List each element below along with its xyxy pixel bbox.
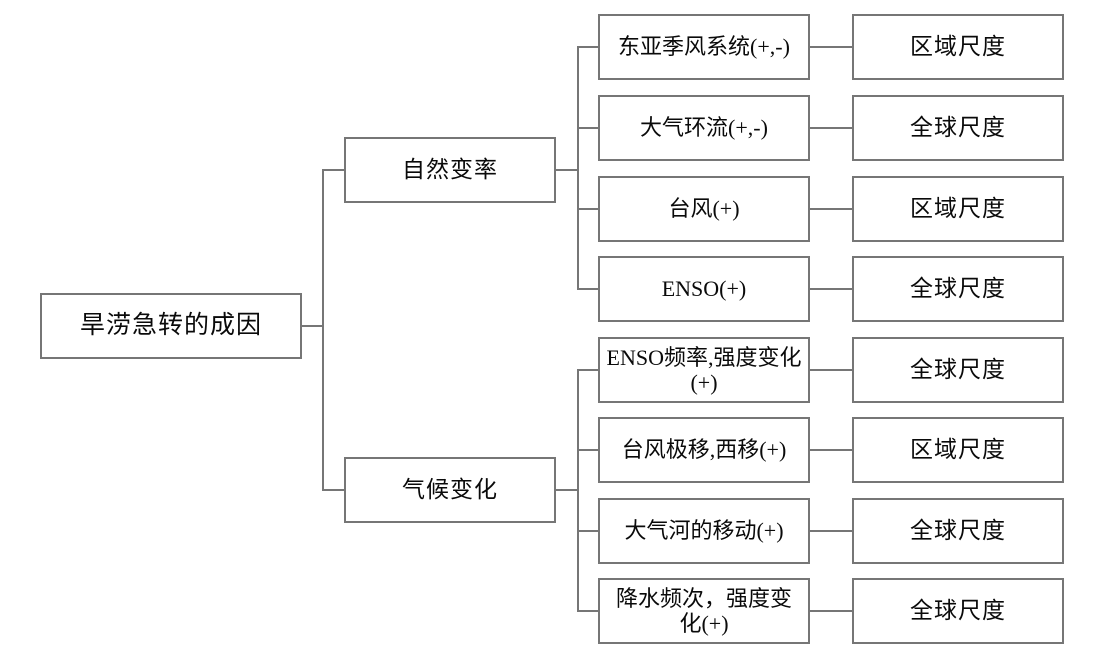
- edge-leaf-to-scale: [810, 127, 852, 129]
- edge-group-0-to-leaf-3: [577, 288, 598, 290]
- category-node-label: 气候变化: [402, 476, 498, 502]
- scale-node: 全球尺度: [852, 498, 1064, 564]
- scale-node-label: 全球尺度: [910, 114, 1006, 140]
- scale-node-label: 全球尺度: [910, 597, 1006, 623]
- factor-node-label: 大气环流(+,-): [640, 115, 768, 141]
- factor-node-label: 东亚季风系统(+,-): [618, 34, 790, 60]
- edge-trunk-to-category-0: [322, 169, 344, 171]
- factor-node-label: 台风(+): [668, 196, 740, 222]
- scale-node-label: 区域尺度: [910, 33, 1006, 59]
- edge-group-1-to-leaf-2: [577, 530, 598, 532]
- edge-leaf-to-scale: [810, 369, 852, 371]
- edge-group-0-to-leaf-1: [577, 127, 598, 129]
- category-node-natural-variability: 自然变率: [344, 137, 556, 203]
- edge-leaf-to-scale: [810, 530, 852, 532]
- edge-trunk-to-category-1: [322, 489, 344, 491]
- factor-node-label: 降水频次，强度变化(+): [615, 585, 792, 636]
- category-node-climate-change: 气候变化: [344, 457, 556, 523]
- factor-node-label: ENSO(+): [661, 276, 747, 302]
- scale-node-label: 区域尺度: [910, 436, 1006, 462]
- scale-node-label: 全球尺度: [910, 356, 1006, 382]
- factor-node: ENSO频率,强度变化(+): [598, 337, 810, 403]
- factor-node: 东亚季风系统(+,-): [598, 14, 810, 80]
- factor-node-label: 台风极移,西移(+): [621, 437, 787, 463]
- factor-node-label: 大气河的移动(+): [624, 518, 784, 544]
- edge-group-1-to-leaf-1: [577, 449, 598, 451]
- factor-node: 大气河的移动(+): [598, 498, 810, 564]
- scale-node: 区域尺度: [852, 14, 1064, 80]
- edge-group-0-to-leaf-2: [577, 208, 598, 210]
- factor-node: 大气环流(+,-): [598, 95, 810, 161]
- scale-node-label: 全球尺度: [910, 517, 1006, 543]
- scale-node: 区域尺度: [852, 417, 1064, 483]
- edge-leaf-to-scale: [810, 46, 852, 48]
- factor-node: 降水频次，强度变化(+): [598, 578, 810, 644]
- edge-root-stub: [302, 325, 324, 327]
- factor-node: ENSO(+): [598, 256, 810, 322]
- edge-group-0-trunk: [577, 46, 579, 289]
- root-node-label: 旱涝急转的成因: [79, 311, 262, 339]
- edge-leaf-to-scale: [810, 449, 852, 451]
- factor-node: 台风(+): [598, 176, 810, 242]
- scale-node: 区域尺度: [852, 176, 1064, 242]
- factor-node-label: ENSO频率,强度变化(+): [606, 344, 802, 395]
- edge-group-0-to-leaf-0: [577, 46, 598, 48]
- scale-node-label: 区域尺度: [910, 195, 1006, 221]
- scale-node: 全球尺度: [852, 95, 1064, 161]
- edge-leaf-to-scale: [810, 610, 852, 612]
- edge-group-1-to-leaf-0: [577, 369, 598, 371]
- edge-leaf-to-scale: [810, 208, 852, 210]
- scale-node: 全球尺度: [852, 578, 1064, 644]
- edge-category-0-stub: [556, 169, 577, 171]
- edge-group-1-trunk: [577, 369, 579, 611]
- scale-node: 全球尺度: [852, 256, 1064, 322]
- edge-root-trunk: [322, 169, 324, 491]
- edge-category-1-stub: [556, 489, 577, 491]
- scale-node: 全球尺度: [852, 337, 1064, 403]
- scale-node-label: 全球尺度: [910, 275, 1006, 301]
- category-node-label: 自然变率: [402, 156, 498, 182]
- edge-group-1-to-leaf-3: [577, 610, 598, 612]
- edge-leaf-to-scale: [810, 288, 852, 290]
- factor-node: 台风极移,西移(+): [598, 417, 810, 483]
- root-node: 旱涝急转的成因: [40, 293, 302, 359]
